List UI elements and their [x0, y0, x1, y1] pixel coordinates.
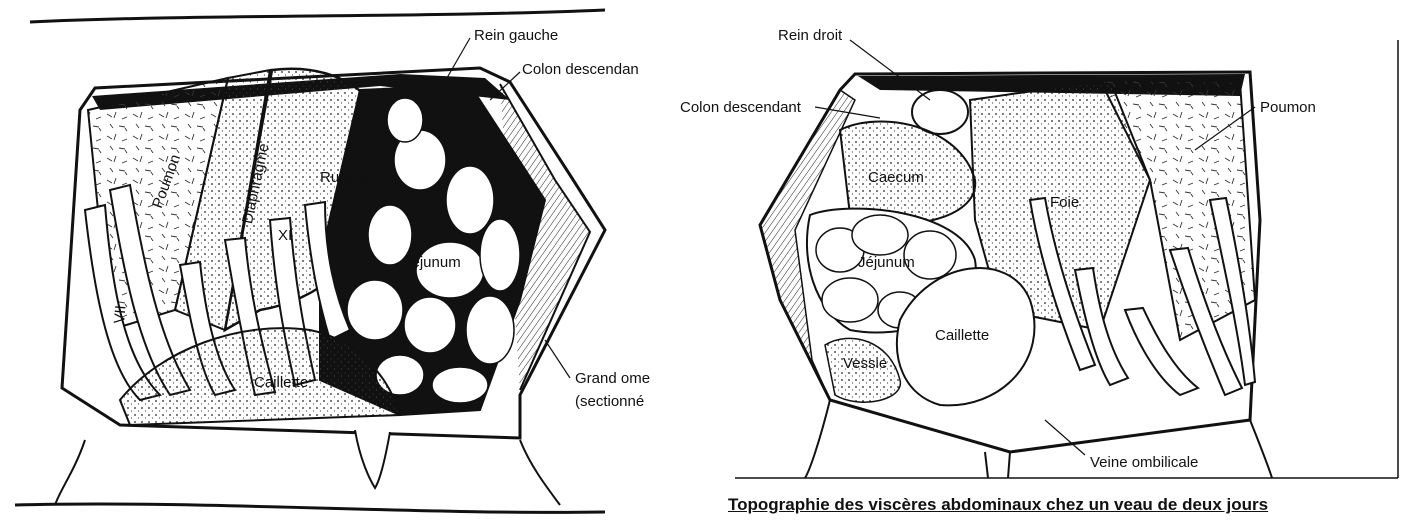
label-rib-vii: VII — [112, 305, 129, 325]
figure-caption: Topographie des viscères abdominaux chez… — [728, 495, 1268, 515]
label-foie: Foie — [1050, 195, 1079, 210]
label-caillette-left: Caillette — [254, 375, 308, 390]
label-grand-omentum: Grand ome — [575, 371, 650, 386]
label-veine-ombilicale: Veine ombilicale — [1090, 455, 1198, 470]
left-calf-diagram — [15, 10, 605, 512]
label-sectionne: (sectionné — [575, 394, 644, 409]
left-ventral-contour — [15, 504, 605, 512]
label-poumon-right: Poumon — [1260, 100, 1316, 115]
label-caecum: Caecum — [868, 170, 924, 185]
label-caillette-right: Caillette — [935, 328, 989, 343]
label-colon-descendant-right: Colon descendant — [680, 100, 801, 115]
label-rein-droit: Rein droit — [778, 28, 842, 43]
label-colon-descendant-left: Colon descendan — [522, 62, 639, 77]
label-jejunum-right: Jéjunum — [858, 255, 915, 270]
left-dorsal-contour — [30, 10, 605, 22]
label-rib-xi: XI — [278, 228, 292, 243]
label-vessie: Vessie — [843, 356, 887, 371]
label-jejunum-left: Jejunum — [404, 255, 461, 270]
label-rein-gauche: Rein gauche — [474, 28, 558, 43]
label-rumen: Rumen — [320, 170, 368, 185]
